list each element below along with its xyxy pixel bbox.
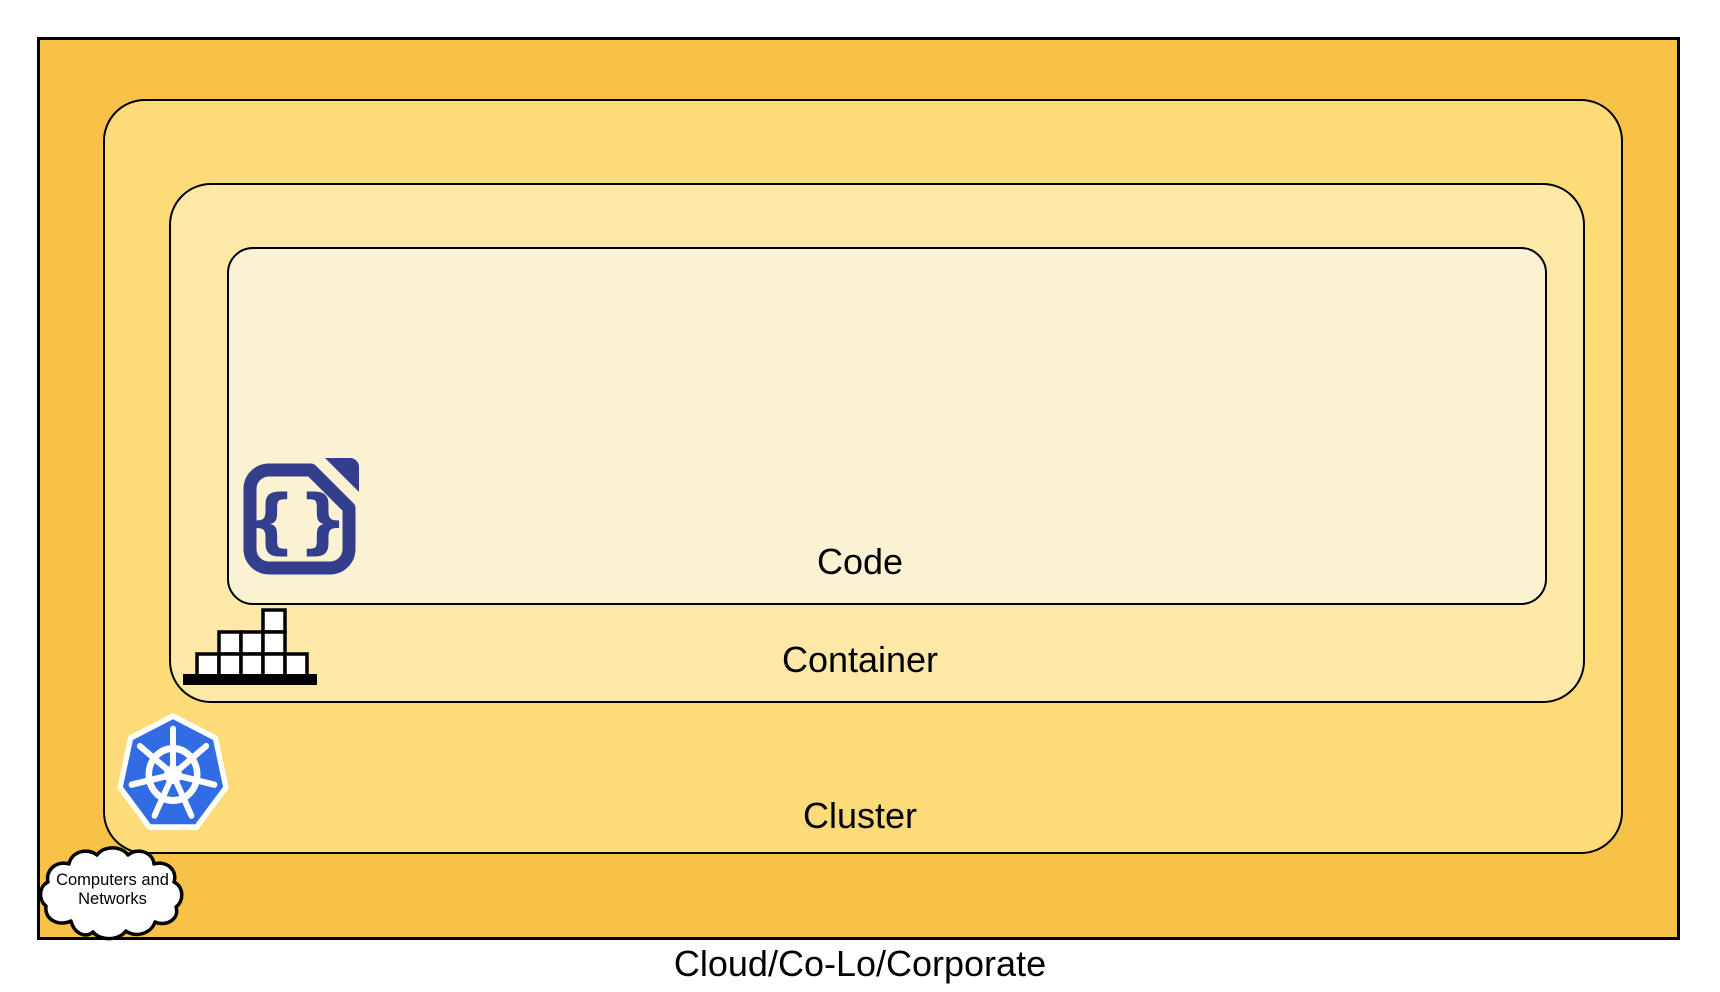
layer-cluster	[103, 99, 1623, 854]
datacenter-label: Cloud/Co-Lo/Corporate Datacenter	[0, 866, 1720, 992]
cloud-icon	[38, 846, 184, 941]
datacenter-label-line1: Cloud/Co-Lo/Corporate	[673, 943, 1047, 984]
container-label: Container	[781, 639, 939, 680]
layer-container	[169, 183, 1585, 703]
cloud-label-line1: Computers and	[56, 871, 169, 889]
layer-datacenter	[37, 37, 1680, 940]
cluster-label: Cluster	[802, 795, 918, 836]
code-braces-glyph: {}	[246, 480, 350, 562]
code-file-icon: {}	[243, 458, 359, 575]
code-label: Code	[816, 541, 904, 582]
layer-code	[227, 247, 1547, 605]
container-stack-icon	[183, 608, 317, 685]
kubernetes-icon	[117, 713, 229, 830]
cloud-label: Computers and Networks	[40, 871, 185, 909]
cloud-label-line2: Networks	[78, 890, 147, 908]
